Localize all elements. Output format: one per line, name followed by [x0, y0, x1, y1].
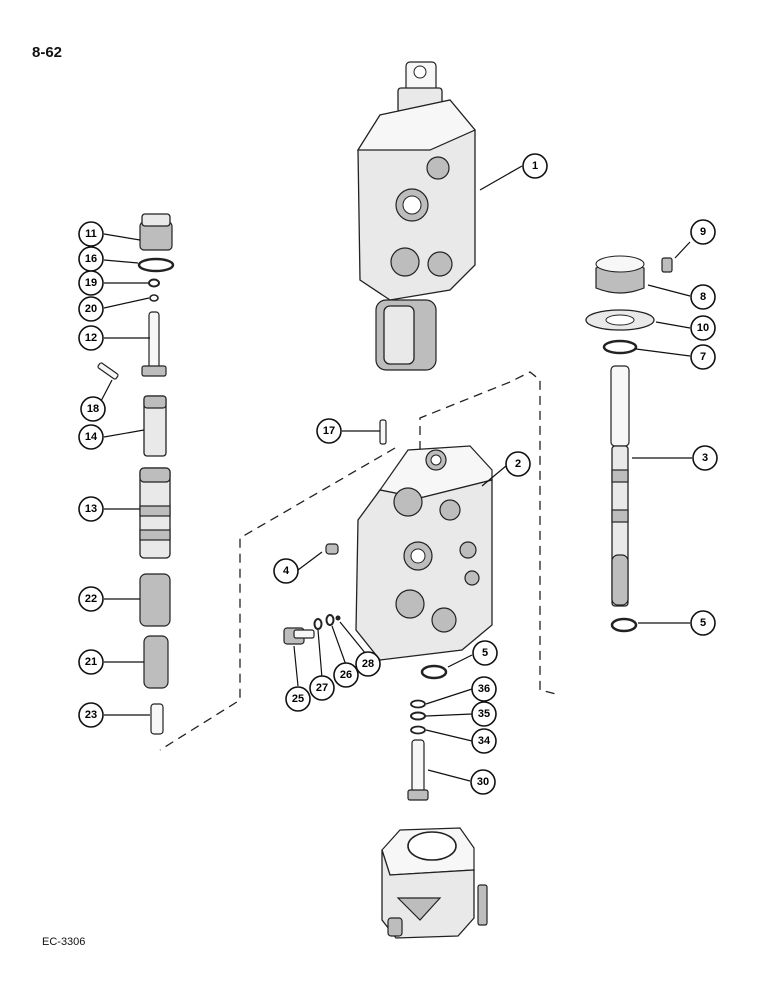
callout-20: 20	[78, 296, 104, 322]
callout-4: 4	[273, 558, 299, 584]
callout-35: 35	[471, 701, 497, 727]
page-number: 8-62	[32, 44, 63, 61]
leader-lines	[99, 165, 692, 782]
svg-text:8: 8	[700, 291, 706, 303]
svg-text:22: 22	[85, 593, 97, 605]
callout-9: 9	[690, 219, 716, 245]
callout-3: 3	[692, 445, 718, 471]
callout-36: 36	[471, 676, 497, 702]
svg-text:7: 7	[700, 351, 706, 363]
callout-16: 16	[78, 246, 104, 272]
svg-text:34: 34	[478, 735, 491, 747]
callout-2: 2	[505, 451, 531, 477]
callout-10: 10	[690, 315, 716, 341]
callout-26: 26	[333, 662, 359, 688]
svg-text:4: 4	[283, 565, 290, 577]
end-cap-bottom	[381, 827, 488, 939]
svg-text:18: 18	[87, 403, 99, 415]
svg-text:11: 11	[85, 228, 97, 240]
svg-text:5: 5	[482, 647, 488, 659]
callout-11: 11	[78, 221, 104, 247]
svg-text:28: 28	[362, 658, 374, 670]
svg-text:13: 13	[85, 503, 97, 515]
callout-1: 1	[522, 153, 548, 179]
svg-text:1: 1	[532, 160, 538, 172]
right-spool-assembly	[585, 255, 673, 633]
callout-28: 28	[355, 651, 381, 677]
figure-code: EC-3306	[42, 936, 86, 948]
svg-text:12: 12	[85, 332, 97, 344]
callout-30: 30	[470, 769, 496, 795]
svg-text:27: 27	[316, 682, 328, 694]
callout-12: 12	[78, 325, 104, 351]
callout-5-right: 5	[690, 610, 716, 636]
svg-text:3: 3	[702, 452, 708, 464]
callout-19: 19	[78, 270, 104, 296]
svg-text:14: 14	[85, 431, 98, 443]
svg-text:19: 19	[85, 277, 97, 289]
assembly-dashed-line-right	[419, 371, 561, 696]
valve-section-top	[356, 61, 476, 371]
svg-text:17: 17	[323, 425, 335, 437]
svg-text:21: 21	[85, 656, 97, 668]
svg-text:25: 25	[292, 693, 304, 705]
callout-7: 7	[690, 344, 716, 370]
callout-13: 13	[78, 496, 104, 522]
callout-14: 14	[78, 424, 104, 450]
svg-text:5: 5	[700, 617, 706, 629]
callout-18: 18	[80, 396, 106, 422]
valve-section-middle	[355, 445, 493, 661]
callout-17: 17	[316, 418, 342, 444]
small-parts	[283, 419, 448, 801]
callout-25: 25	[285, 686, 311, 712]
svg-text:10: 10	[697, 322, 709, 334]
callout-23: 23	[78, 702, 104, 728]
svg-text:9: 9	[700, 226, 706, 238]
svg-text:23: 23	[85, 709, 97, 721]
svg-text:16: 16	[85, 253, 97, 265]
callout-34: 34	[471, 728, 497, 754]
left-spool-assembly	[97, 213, 175, 735]
assembly-dashed-line-left	[159, 447, 396, 751]
callout-8: 8	[690, 284, 716, 310]
svg-text:35: 35	[478, 708, 490, 720]
svg-text:26: 26	[340, 669, 352, 681]
svg-text:20: 20	[85, 303, 97, 315]
svg-text:2: 2	[515, 458, 521, 470]
svg-text:30: 30	[477, 776, 489, 788]
callout-22: 22	[78, 586, 104, 612]
callout-21: 21	[78, 649, 104, 675]
callout-27: 27	[309, 675, 335, 701]
callout-5-middle: 5	[472, 640, 498, 666]
svg-text:36: 36	[478, 683, 490, 695]
